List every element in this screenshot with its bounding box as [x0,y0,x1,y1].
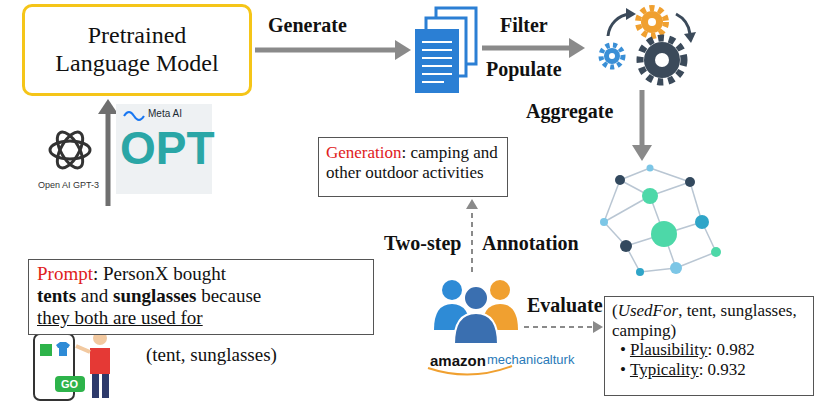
node-text: Pretrained Language Model [55,22,218,76]
meta-symbol [124,112,144,120]
logo-text: amazon [430,352,486,369]
shopping-phone-icon [34,331,110,400]
arrow-head [632,145,652,161]
node-text: Generation [326,143,402,162]
step-label: Generate [268,14,347,37]
text-block: Generation: camping and other outdoor ac… [326,143,500,182]
text-block: (UsedFor, tent, sunglasses, camping)•Pla… [612,301,806,379]
model-box: Pretrained Language Model [22,4,252,96]
node-text: ( [612,301,618,320]
dashed-arrow [524,326,594,328]
arrow-head [569,38,585,58]
arrow-line [255,48,398,53]
documents-icon [416,8,476,92]
node-text: UsedFor [618,301,678,320]
step-label: Populate [486,58,562,81]
step-label: Evaluate [527,294,603,317]
button-text: GO [61,378,78,391]
node-text: sunglasses [113,285,196,306]
node-text: they both are used for [37,307,203,328]
node-text: Plausibility [630,340,707,359]
arrow-head [466,199,478,209]
node-text: Typicality [630,360,699,379]
node-text: : 0.932 [699,360,746,379]
node-text: : PersonX bought [93,263,226,284]
text-block: Pretrained Language Model [53,22,221,77]
knowledge-graph [604,168,716,272]
node-text: • [620,360,626,380]
node-text: : 0.982 [707,340,754,359]
step-label: Aggregate [526,100,613,123]
logo-text: OPT [120,122,215,175]
arrow-line [106,112,111,206]
arrow-head [98,99,118,114]
arrow-line [640,90,645,148]
step-label: Two-step [384,232,461,255]
evaluation-box: (UsedFor, tent, sunglasses, camping)•Pla… [604,296,814,396]
generation-box: Generation: camping and other outdoor ac… [318,137,508,197]
openai-logo [50,128,90,172]
node-text: Prompt [37,263,93,284]
dashed-arrow [471,208,473,272]
input-pair: (tent, sunglasses) [146,344,277,366]
node-text: • [620,340,626,360]
logo-text: Meta AI [148,108,182,120]
logo-text: Open AI GPT-3 [38,180,99,190]
arrow-head [395,40,411,60]
step-label: Filter [500,14,548,37]
text-block: Prompt: PersonX bought tents and sunglass… [37,263,365,329]
node-text: and [81,285,108,306]
node-text: tents [37,285,76,306]
step-label: Annotation [482,232,579,255]
node-text: because [201,285,261,306]
gears-icon [601,8,696,82]
arrow-head [593,321,603,333]
prompt-box: Prompt: PersonX bought tents and sunglass… [28,259,374,335]
arrow-line [482,46,572,51]
graph-nodes [600,165,721,277]
logo-text: mechanicalturk [487,353,574,368]
